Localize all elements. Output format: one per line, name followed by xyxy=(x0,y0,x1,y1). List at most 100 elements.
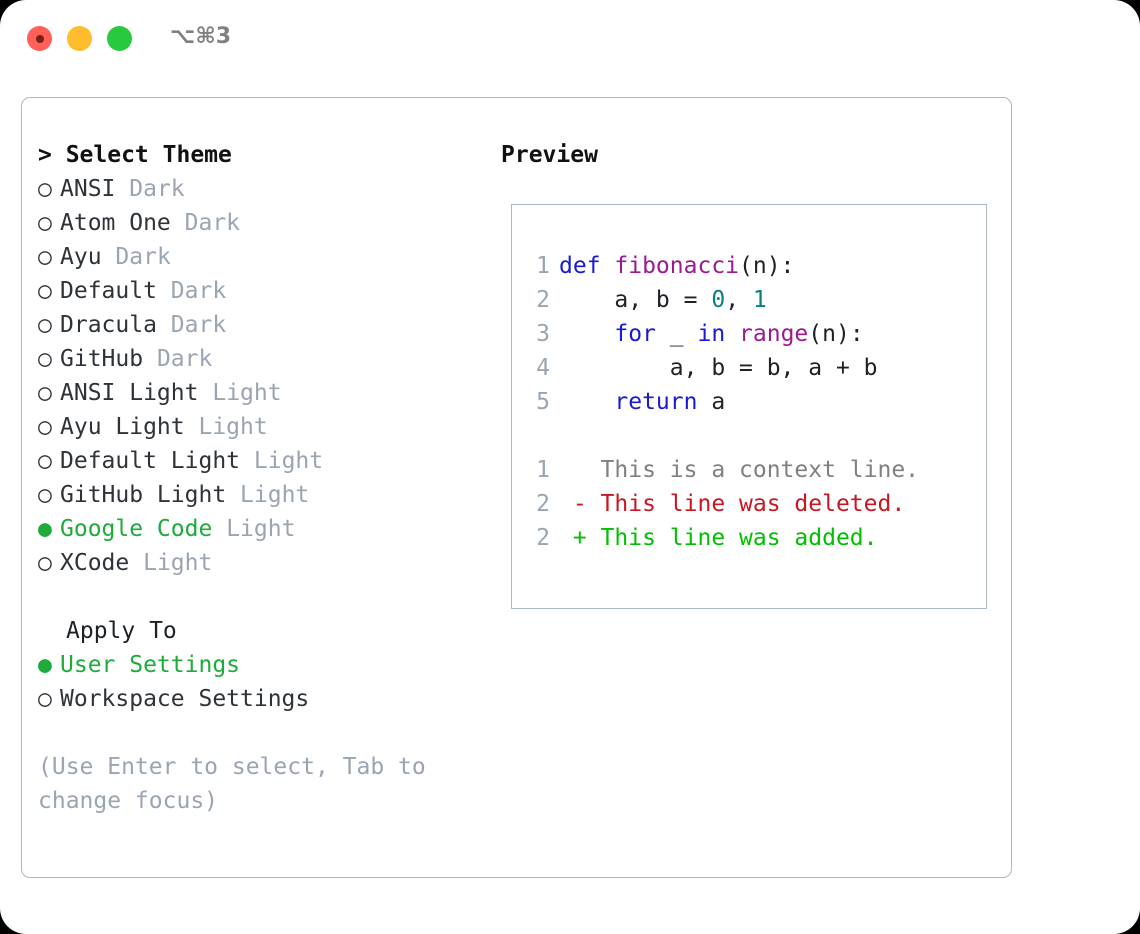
code-text: This is a context line. xyxy=(550,457,920,483)
code-token-kw: return xyxy=(614,389,698,415)
radio-unselected-icon: ○ xyxy=(38,380,52,406)
code-line: 2 + This line was added. xyxy=(524,521,978,555)
code-text: return a xyxy=(550,389,725,415)
label-spacer xyxy=(143,346,157,372)
code-text: a, b = 0, 1 xyxy=(550,287,766,313)
theme-list-item[interactable]: ○Ayu Dark xyxy=(38,240,478,274)
code-token-pln: , xyxy=(725,287,753,313)
code-token-kw: for xyxy=(614,321,656,347)
radio-unselected-icon: ○ xyxy=(38,244,52,270)
theme-list-item[interactable]: ○GitHub Dark xyxy=(38,342,478,376)
line-number: 5 xyxy=(536,389,550,415)
theme-list-item[interactable]: ○Atom One Dark xyxy=(38,206,478,240)
code-token-pln: (n): xyxy=(739,253,795,279)
theme-variant-label: Dark xyxy=(115,244,171,270)
theme-name-label: XCode xyxy=(60,550,130,576)
theme-variant-label: Dark xyxy=(184,210,241,236)
code-token-pln: _ xyxy=(655,321,698,347)
radio-unselected-icon: ○ xyxy=(38,448,52,474)
close-icon xyxy=(35,34,44,43)
page-title: > Select Theme xyxy=(38,142,232,168)
theme-list-item[interactable]: ○Default Light Light xyxy=(38,444,478,478)
line-number: 2 xyxy=(536,287,550,313)
close-button[interactable] xyxy=(27,26,52,51)
code-token-pln xyxy=(559,389,614,415)
theme-variant-label: Light xyxy=(253,448,324,474)
apply-to-item[interactable]: ○Workspace Settings xyxy=(38,682,478,716)
theme-list-item[interactable]: ○ANSI Dark xyxy=(38,172,478,206)
code-line: 3 for _ in range(n): xyxy=(524,317,978,351)
theme-name-label: Ayu Light xyxy=(60,414,185,440)
theme-variant-label: Light xyxy=(240,482,310,508)
code-text: def fibonacci(n): xyxy=(550,253,794,279)
theme-list-item[interactable]: ○Dracula Dark xyxy=(38,308,478,342)
theme-list-item[interactable]: ○ XCode Light xyxy=(38,546,478,580)
radio-unselected-icon: ○ xyxy=(38,686,52,712)
theme-name-label: Google Code xyxy=(60,516,213,542)
apply-to-item[interactable]: ●User Settings xyxy=(38,648,478,682)
title-bar: ⌥⌘3 xyxy=(0,0,1140,78)
theme-list-item[interactable]: ○ ANSI Light Light xyxy=(38,376,478,410)
line-number: 3 xyxy=(536,321,550,347)
theme-list-column: > Select Theme ○ANSI Dark○Atom One Dark○… xyxy=(38,138,478,818)
radio-unselected-icon: ○ xyxy=(38,414,52,440)
theme-list-item[interactable]: ○GitHub Light Light xyxy=(38,478,478,512)
theme-variant-label: Dark xyxy=(170,278,227,304)
label-spacer xyxy=(198,380,212,406)
line-number: 1 xyxy=(536,457,550,483)
apply-to-list: ●User Settings○Workspace Settings xyxy=(38,648,478,716)
code-token-add: + This line was added. xyxy=(559,525,878,551)
label-spacer xyxy=(240,448,254,474)
code-token-ctx: This is a context line. xyxy=(559,457,920,483)
hint-spacer xyxy=(38,716,478,750)
theme-name-label: ANSI Light xyxy=(60,380,199,406)
list-spacer xyxy=(38,580,478,614)
code-token-num: 0 xyxy=(711,287,726,313)
theme-variant-label: Light xyxy=(212,380,282,406)
radio-unselected-icon: ○ xyxy=(38,210,52,236)
code-token-fn: range xyxy=(739,321,809,347)
theme-variant-label: Light xyxy=(143,550,213,576)
label-spacer xyxy=(185,414,199,440)
code-text xyxy=(550,423,573,449)
code-token-del: - This line was deleted. xyxy=(559,491,906,517)
theme-list-item[interactable]: ● Google Code Light xyxy=(38,512,478,546)
code-token-fn: fibonacci xyxy=(614,253,740,279)
code-line: 4 a, b = b, a + b xyxy=(524,351,978,385)
maximize-button[interactable] xyxy=(107,26,132,51)
line-number: 2 xyxy=(536,491,550,517)
theme-list-item[interactable]: ○Ayu Light Light xyxy=(38,410,478,444)
code-line: 1 This is a context line. xyxy=(524,453,978,487)
label-spacer xyxy=(157,312,171,338)
radio-selected-icon: ● xyxy=(38,516,52,542)
radio-unselected-icon: ○ xyxy=(38,312,52,338)
theme-variant-label: Light xyxy=(226,516,296,542)
theme-variant-label: Dark xyxy=(156,346,213,372)
line-number: 1 xyxy=(536,253,550,279)
code-token-kw: in xyxy=(697,321,726,347)
code-token-kw: def xyxy=(559,253,615,279)
theme-name-label: Default xyxy=(60,278,157,304)
radio-selected-icon: ● xyxy=(38,652,52,678)
radio-unselected-icon: ○ xyxy=(38,278,52,304)
label-spacer xyxy=(171,210,185,236)
keyboard-hint: (Use Enter to select, Tab to change focu… xyxy=(38,754,440,814)
radio-unselected-icon: ○ xyxy=(38,176,52,202)
keyboard-shortcut-label: ⌥⌘3 xyxy=(170,24,232,49)
theme-name-label: GitHub Light xyxy=(60,482,227,508)
minimize-button[interactable] xyxy=(67,26,92,51)
code-token-pln xyxy=(559,321,614,347)
code-text: a, b = b, a + b xyxy=(550,355,878,381)
code-line xyxy=(524,419,978,453)
apply-to-heading: Apply To xyxy=(66,618,177,644)
code-text: for _ in range(n): xyxy=(550,321,863,347)
preview-title: Preview xyxy=(501,142,598,168)
theme-list-item[interactable]: ○ Default Dark xyxy=(38,274,478,308)
label-spacer xyxy=(115,176,129,202)
code-line: 5 return a xyxy=(524,385,978,419)
radio-unselected-icon: ○ xyxy=(38,550,52,576)
label-spacer xyxy=(157,278,171,304)
code-line: 2 - This line was deleted. xyxy=(524,487,978,521)
theme-variant-label: Dark xyxy=(129,176,185,202)
